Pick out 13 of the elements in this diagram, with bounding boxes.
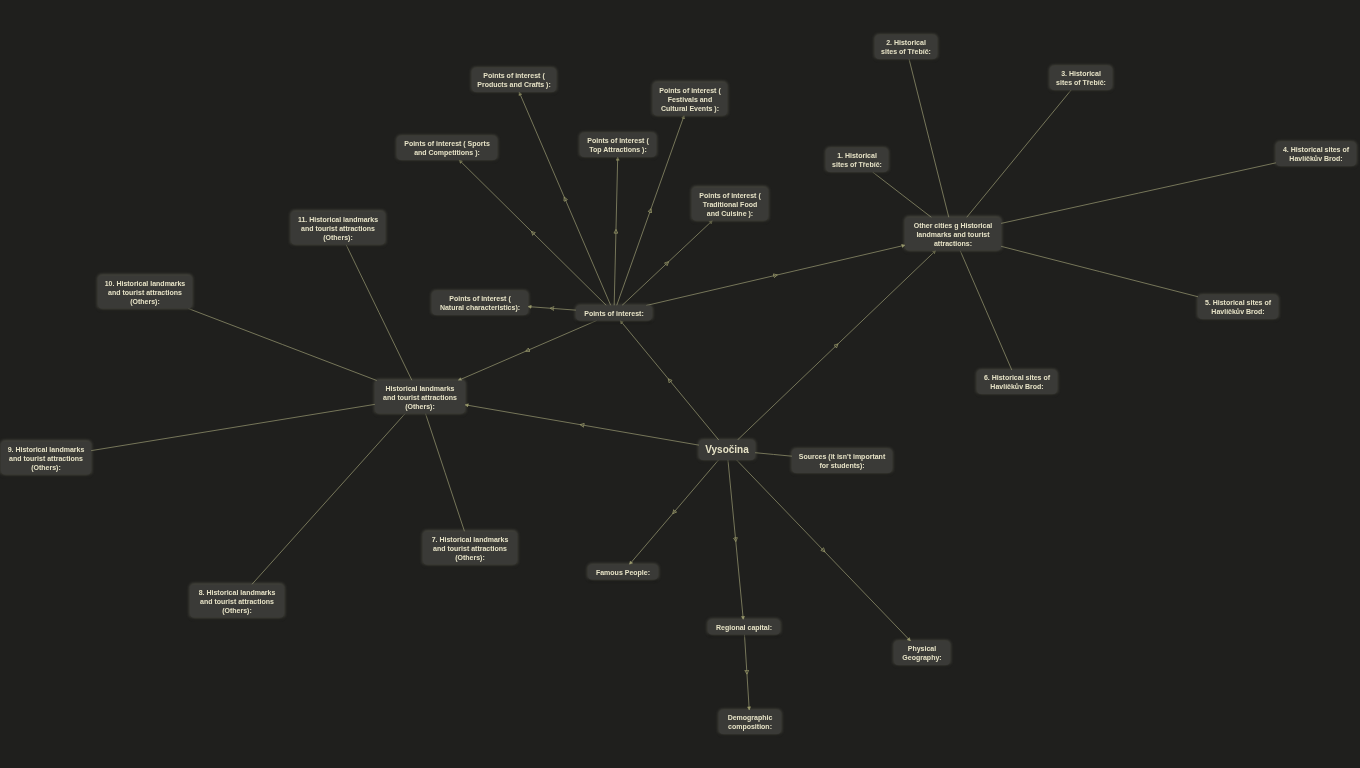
connector-line <box>872 171 932 218</box>
connector-line <box>908 58 950 218</box>
connector-line <box>187 308 378 381</box>
connector-line <box>90 403 376 452</box>
connector-line <box>251 413 406 585</box>
connector-line <box>1000 162 1277 224</box>
connector-line <box>1000 245 1199 298</box>
central-topic-box: Vysočina <box>699 440 755 460</box>
connector-line <box>966 89 1072 218</box>
connector-line <box>754 452 793 457</box>
connector-line <box>959 250 1013 371</box>
connector-line <box>345 244 413 381</box>
connector-line <box>425 413 465 532</box>
